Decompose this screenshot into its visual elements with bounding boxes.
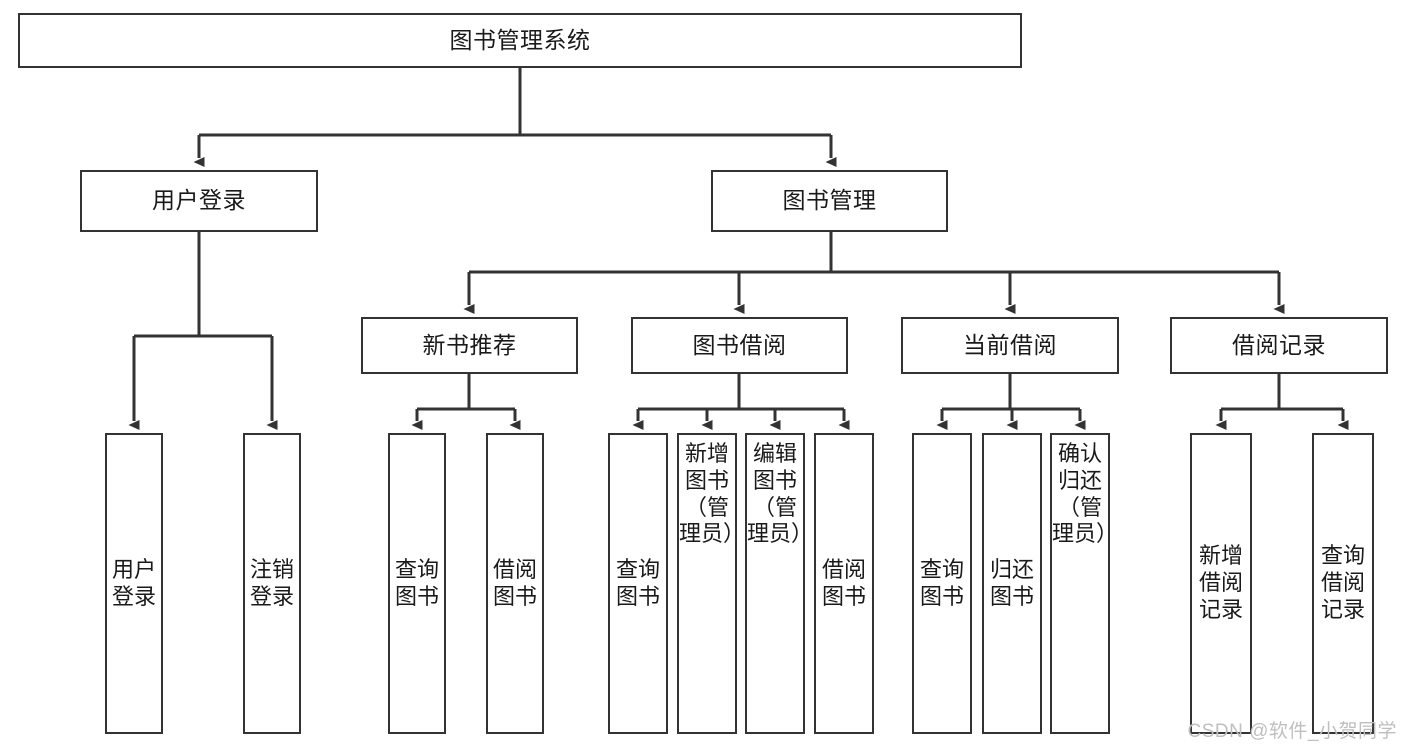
leaf-borrow-book-new[interactable]: 借阅图书: [486, 433, 544, 734]
edge-group-borrow: [632, 374, 850, 430]
leaf-query-book-borrow-label: 查询图书: [615, 556, 660, 609]
leaf-query-record-label: 查询借阅记录: [1320, 543, 1365, 622]
leaf-query-record[interactable]: 查询借阅记录: [1312, 433, 1374, 734]
leaf-add-book[interactable]: 新增图书（管理员）: [677, 433, 737, 734]
leaf-edit-book[interactable]: 编辑图书（管理员）: [745, 433, 805, 734]
leaf-add-record[interactable]: 新增借阅记录: [1190, 433, 1252, 734]
node-new-books[interactable]: 新书推荐: [361, 317, 578, 374]
node-book-manage[interactable]: 图书管理: [711, 170, 948, 232]
leaf-confirm-return-label: 确认归还（管理员）: [1052, 441, 1108, 547]
leaf-query-book-current[interactable]: 查询图书: [912, 433, 972, 734]
leaf-logout[interactable]: 注销登录: [243, 433, 301, 734]
edge-group-current: [936, 374, 1086, 430]
leaf-logout-label: 注销登录: [249, 556, 294, 609]
node-root-label: 图书管理系统: [449, 26, 591, 53]
node-user-login[interactable]: 用户登录: [80, 170, 318, 232]
leaf-query-book-new[interactable]: 查询图书: [388, 433, 446, 734]
leaf-confirm-return[interactable]: 确认归还（管理员）: [1050, 433, 1110, 734]
node-user-login-label: 用户登录: [152, 187, 246, 214]
node-borrow-label: 图书借阅: [692, 331, 787, 358]
leaf-user-login-label: 用户登录: [111, 556, 156, 609]
node-current-borrow[interactable]: 当前借阅: [901, 317, 1119, 374]
leaf-user-login[interactable]: 用户登录: [105, 433, 163, 734]
leaf-borrow-book-new-label: 借阅图书: [492, 556, 537, 609]
leaf-add-record-label: 新增借阅记录: [1198, 543, 1243, 622]
leaf-query-book-borrow[interactable]: 查询图书: [608, 433, 668, 734]
node-borrow[interactable]: 图书借阅: [631, 317, 848, 374]
leaf-add-book-label: 新增图书（管理员）: [679, 441, 735, 547]
leaf-query-book-new-label: 查询图书: [394, 556, 439, 609]
edge-group-book-manage: [463, 232, 1285, 314]
watermark-text: CSDN @软件_小贺同学: [1187, 721, 1397, 742]
edge-group-user-login: [128, 232, 278, 430]
leaf-borrow-book[interactable]: 借阅图书: [814, 433, 874, 734]
node-root[interactable]: 图书管理系统: [18, 13, 1022, 68]
node-book-manage-label: 图书管理: [782, 187, 877, 214]
node-new-books-label: 新书推荐: [422, 331, 517, 358]
leaf-edit-book-label: 编辑图书（管理员）: [747, 441, 803, 547]
leaf-return-book-label: 归还图书: [989, 556, 1034, 609]
edge-group-root: [193, 68, 837, 167]
edge-group-new-books: [411, 374, 521, 430]
leaf-return-book[interactable]: 归还图书: [982, 433, 1042, 734]
edge-group-records: [1215, 374, 1349, 430]
leaf-query-book-current-label: 查询图书: [919, 556, 964, 609]
node-borrow-records-label: 借阅记录: [1232, 331, 1326, 358]
leaf-borrow-book-label: 借阅图书: [821, 556, 866, 609]
node-borrow-records[interactable]: 借阅记录: [1170, 317, 1388, 374]
node-current-borrow-label: 当前借阅: [963, 331, 1057, 358]
